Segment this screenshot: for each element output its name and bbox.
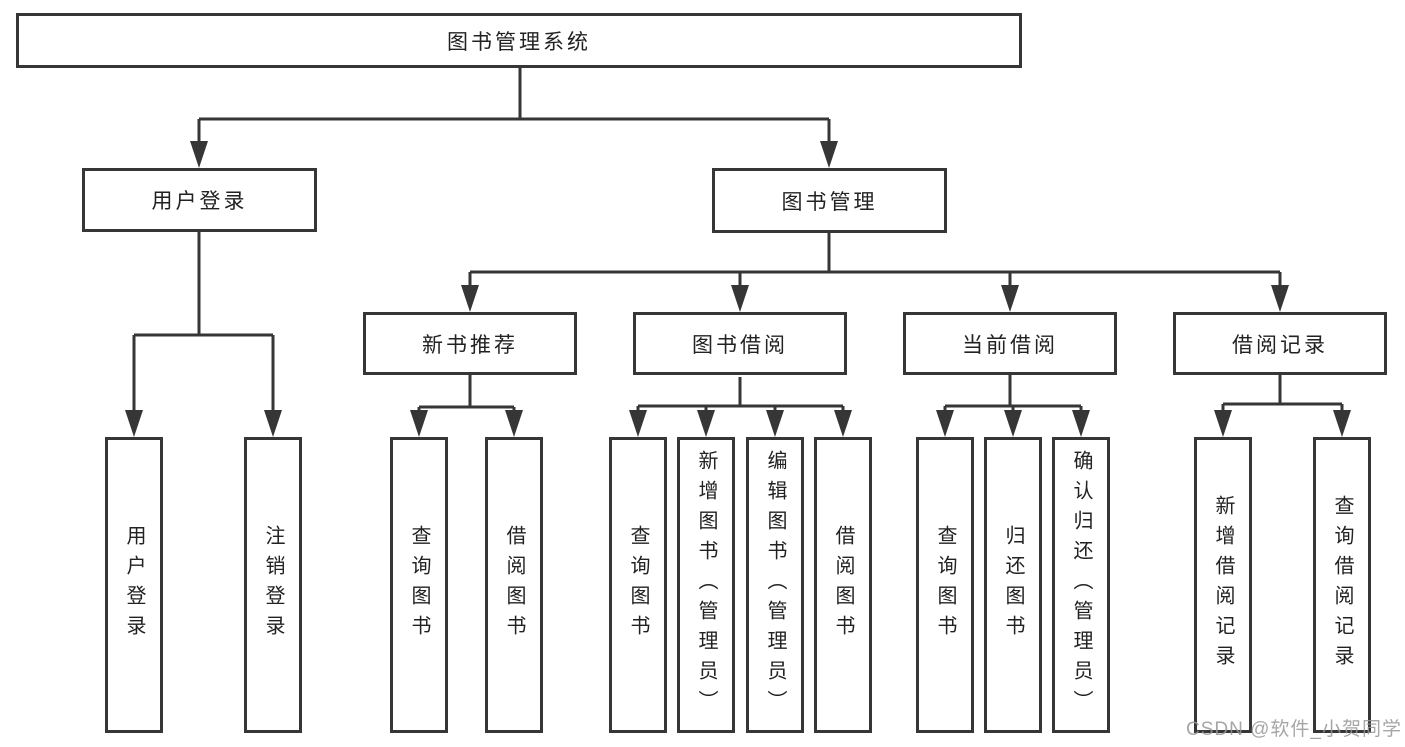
leaf-current-query-books: 查询图书 [916, 437, 974, 733]
leaf-return-books: 归还图书 [984, 437, 1042, 733]
node-user-login-label: 用户登录 [151, 190, 248, 213]
leaf-add-borrow-record-label: 新增借阅记录 [1212, 495, 1234, 675]
node-library-system-label: 图书管理系统 [447, 30, 591, 54]
node-borrowing-records: 借阅记录 [1173, 312, 1387, 375]
node-book-borrowing: 图书借阅 [633, 312, 847, 375]
leaf-query-borrow-record: 查询借阅记录 [1313, 437, 1371, 733]
leaf-borrowing-query-books: 查询图书 [609, 437, 667, 733]
node-library-system: 图书管理系统 [16, 13, 1022, 68]
leaf-query-borrow-record-label: 查询借阅记录 [1331, 495, 1353, 675]
node-book-borrowing-label: 图书借阅 [692, 333, 788, 357]
node-current-borrowing: 当前借阅 [903, 312, 1117, 375]
node-book-management: 图书管理 [712, 168, 947, 233]
leaf-add-books-admin: 新增图书（管理员） [677, 437, 735, 733]
leaf-add-books-admin-label: 新增图书（管理员） [695, 450, 717, 720]
leaf-logout-label: 注销登录 [262, 525, 284, 645]
node-current-borrowing-label: 当前借阅 [962, 333, 1058, 357]
leaf-recommend-query-books: 查询图书 [390, 437, 448, 733]
leaf-user-login: 用户登录 [105, 437, 163, 733]
leaf-confirm-return-admin: 确认归还（管理员） [1052, 437, 1110, 733]
leaf-current-query-books-label: 查询图书 [934, 525, 956, 645]
leaf-recommend-borrow-books-label: 借阅图书 [503, 525, 525, 645]
node-new-book-recommend-label: 新书推荐 [422, 333, 518, 357]
leaf-add-borrow-record: 新增借阅记录 [1194, 437, 1252, 733]
node-book-management-label: 图书管理 [781, 190, 878, 214]
leaf-return-books-label: 归还图书 [1002, 525, 1024, 645]
leaf-confirm-return-admin-label: 确认归还（管理员） [1070, 450, 1092, 720]
watermark: CSDN @软件_小贺同学 [1186, 719, 1402, 740]
leaf-recommend-query-books-label: 查询图书 [408, 525, 430, 645]
leaf-edit-books-admin-label: 编辑图书（管理员） [764, 450, 786, 720]
leaf-logout: 注销登录 [244, 437, 302, 733]
leaf-borrowing-query-books-label: 查询图书 [627, 525, 649, 645]
node-user-login: 用户登录 [82, 168, 317, 232]
leaf-edit-books-admin: 编辑图书（管理员） [746, 437, 804, 733]
leaf-borrowing-borrow-books: 借阅图书 [814, 437, 872, 733]
node-new-book-recommend: 新书推荐 [363, 312, 577, 375]
leaf-borrowing-borrow-books-label: 借阅图书 [832, 525, 854, 645]
leaf-recommend-borrow-books: 借阅图书 [485, 437, 543, 733]
leaf-user-login-label: 用户登录 [123, 525, 145, 645]
node-borrowing-records-label: 借阅记录 [1232, 333, 1328, 357]
